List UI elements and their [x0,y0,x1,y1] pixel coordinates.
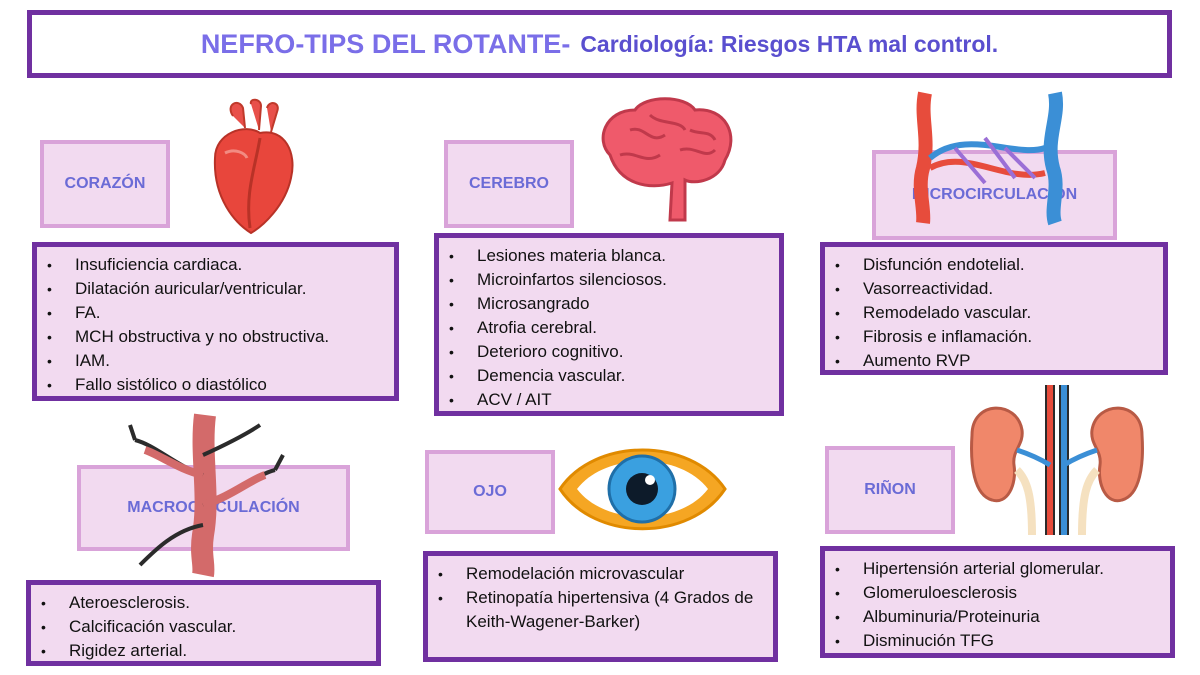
list-item: Disminución TFG [835,629,1160,653]
artery-icon [128,413,285,578]
list-rinon: Hipertensión arterial glomerular. Glomer… [820,546,1175,658]
label-rinon: RIÑON [825,446,955,534]
list-item: Vasorreactividad. [835,277,1153,301]
label-corazon: CORAZÓN [40,140,170,228]
list-item: IAM. [47,349,384,373]
list-item: MCH obstructiva y no obstructiva. [47,325,384,349]
list-item: Lesiones materia blanca. [449,244,769,268]
list-item: Aumento RVP [835,349,1153,373]
list-item: Fallo sistólico o diastólico [47,373,384,397]
list-item: Remodelación microvascular [438,562,763,586]
list-item: Atrofia cerebral. [449,316,769,340]
list-item: Rigidez arterial. [41,639,366,663]
list-cerebro: Lesiones materia blanca. Microinfartos s… [434,233,784,416]
label-ojo: OJO [425,450,555,534]
list-item: FA. [47,301,384,325]
list-item: Albuminuria/Proteinuria [835,605,1160,629]
label-microcirculacion: MICROCIRCULACIÓN [872,150,1117,240]
list-ojo: Remodelación microvascular Retinopatía h… [423,551,778,662]
list-item: Disfunción endotelial. [835,253,1153,277]
list-corazon: Insuficiencia cardiaca. Dilatación auric… [32,242,399,401]
page-subtitle: Cardiología: Riesgos HTA mal control. [580,30,999,57]
eye-icon [558,448,727,531]
list-item: Remodelado vascular. [835,301,1153,325]
list-item: Calcificación vascular. [41,615,366,639]
blood-vessels-icon [913,91,1063,226]
list-macrocirculacion: Ateroesclerosis. Calcificación vascular.… [26,580,381,666]
heart-icon [213,98,294,235]
brain-icon [601,97,733,222]
list-item: Hipertensión arterial glomerular. [835,557,1160,581]
list-item: Insuficiencia cardiaca. [47,253,384,277]
label-cerebro: CEREBRO [444,140,574,228]
list-item: Microinfartos silenciosos. [449,268,769,292]
list-item: Glomeruloesclerosis [835,581,1160,605]
list-item: Ateroesclerosis. [41,591,366,615]
kidneys-icon [970,385,1144,536]
list-item: Fibrosis e inflamación. [835,325,1153,349]
list-microcirculacion: Disfunción endotelial. Vasorreactividad.… [820,242,1168,375]
list-item: Microsangrado [449,292,769,316]
list-item: Dilatación auricular/ventricular. [47,277,384,301]
list-item: Deterioro cognitivo. [449,340,769,364]
list-item: Retinopatía hipertensiva (4 Grados de Ke… [438,586,763,634]
list-item: Demencia vascular. [449,364,769,388]
page-title: NEFRO-TIPS DEL ROTANTE- [200,28,571,59]
title-banner: NEFRO-TIPS DEL ROTANTE- Cardiología: Rie… [27,10,1172,78]
list-item: ACV / AIT [449,388,769,412]
